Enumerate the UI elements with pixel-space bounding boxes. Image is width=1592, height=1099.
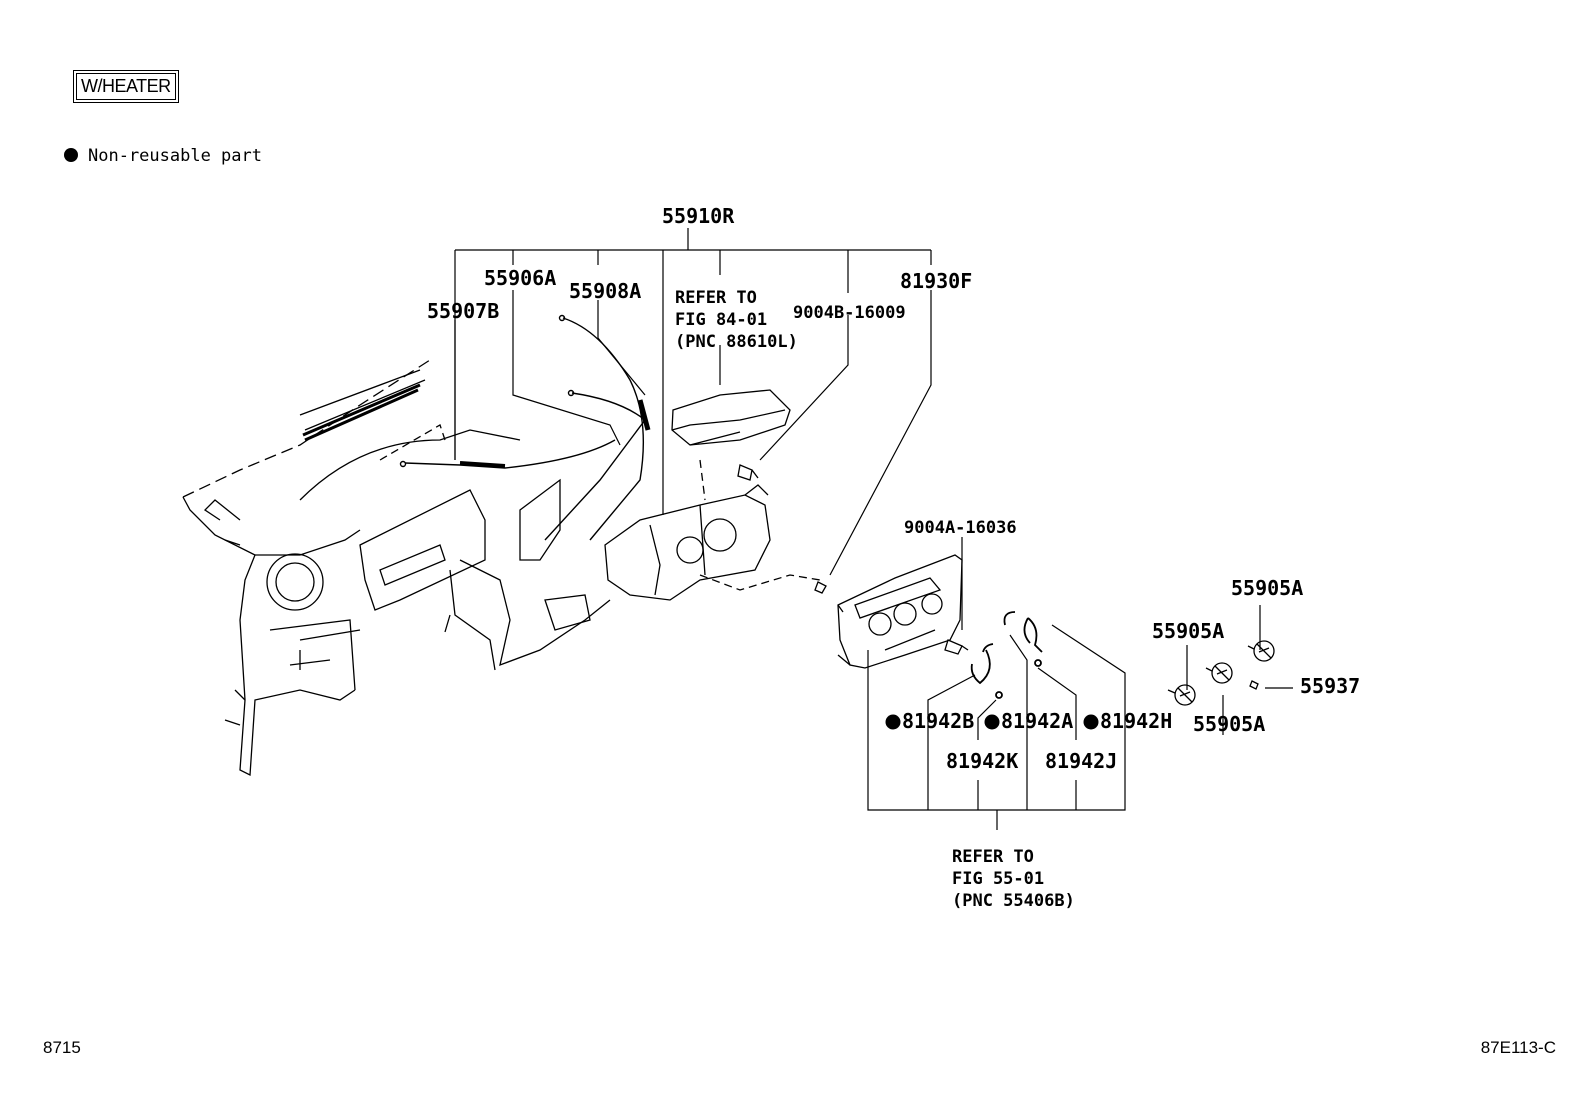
leader-lines [454, 228, 1293, 830]
ref-fig55-line2: FIG 55-01 [952, 869, 1044, 889]
part-55910R: 55910R [662, 204, 735, 228]
part-81942K: 81942K [946, 749, 1018, 773]
instrument-panel-drawing [182, 359, 611, 777]
legend: Non-reusable part [64, 146, 262, 166]
part-81942A: 81942A [1001, 709, 1073, 733]
footer-right-code: 87E113-C [1480, 1038, 1556, 1057]
part-9004A-16036: 9004A-16036 [904, 518, 1017, 538]
control-cables [399, 314, 651, 541]
fasteners [737, 464, 969, 655]
ref-fig55-line1: REFER TO [952, 847, 1034, 867]
ref-fig55: REFER TO FIG 55-01 (PNC 55406B) [952, 847, 1075, 911]
part-labels: 55910R 55906A 55908A 55907B 81930F 9004B… [427, 204, 1360, 773]
ref-fig55-line3: (PNC 55406B) [952, 891, 1075, 911]
part-55907B: 55907B [427, 299, 499, 323]
footer-left-code: 8715 [43, 1038, 81, 1057]
part-81942B: 81942B [902, 709, 974, 733]
ref-fig84-line3: (PNC 88610L) [675, 332, 798, 352]
heater-control-assembly [604, 459, 821, 601]
ref-fig84-line1: REFER TO [675, 288, 757, 308]
ref-fig84-line2: FIG 84-01 [675, 310, 767, 330]
variant-label: W/HEATER [73, 70, 179, 103]
part-81942J: 81942J [1045, 749, 1117, 773]
part-55905A-mid: 55905A [1152, 619, 1224, 643]
part-55905A-top: 55905A [1231, 576, 1303, 600]
heater-control-panel [837, 554, 963, 669]
retainer-clips [970, 611, 1043, 699]
non-reusable-dot-icon [1083, 714, 1099, 730]
part-81942H: 81942H [1100, 709, 1172, 733]
audio-unit [671, 389, 791, 446]
knobs [1167, 640, 1275, 706]
part-55905A-bottom: 55905A [1193, 712, 1265, 736]
part-9004B-16009: 9004B-16009 [793, 303, 906, 323]
non-reusable-dot-icon [885, 714, 901, 730]
ref-fig84: REFER TO FIG 84-01 (PNC 88610L) [675, 288, 798, 352]
part-81930F: 81930F [900, 269, 972, 293]
part-55906A: 55906A [484, 266, 556, 290]
legend-text: Non-reusable part [88, 146, 262, 166]
part-55908A: 55908A [569, 279, 641, 303]
non-reusable-dot-icon [64, 148, 78, 162]
part-55937: 55937 [1300, 674, 1360, 698]
non-reusable-dot-icon [984, 714, 1000, 730]
non-reusable-markers [885, 714, 1099, 730]
